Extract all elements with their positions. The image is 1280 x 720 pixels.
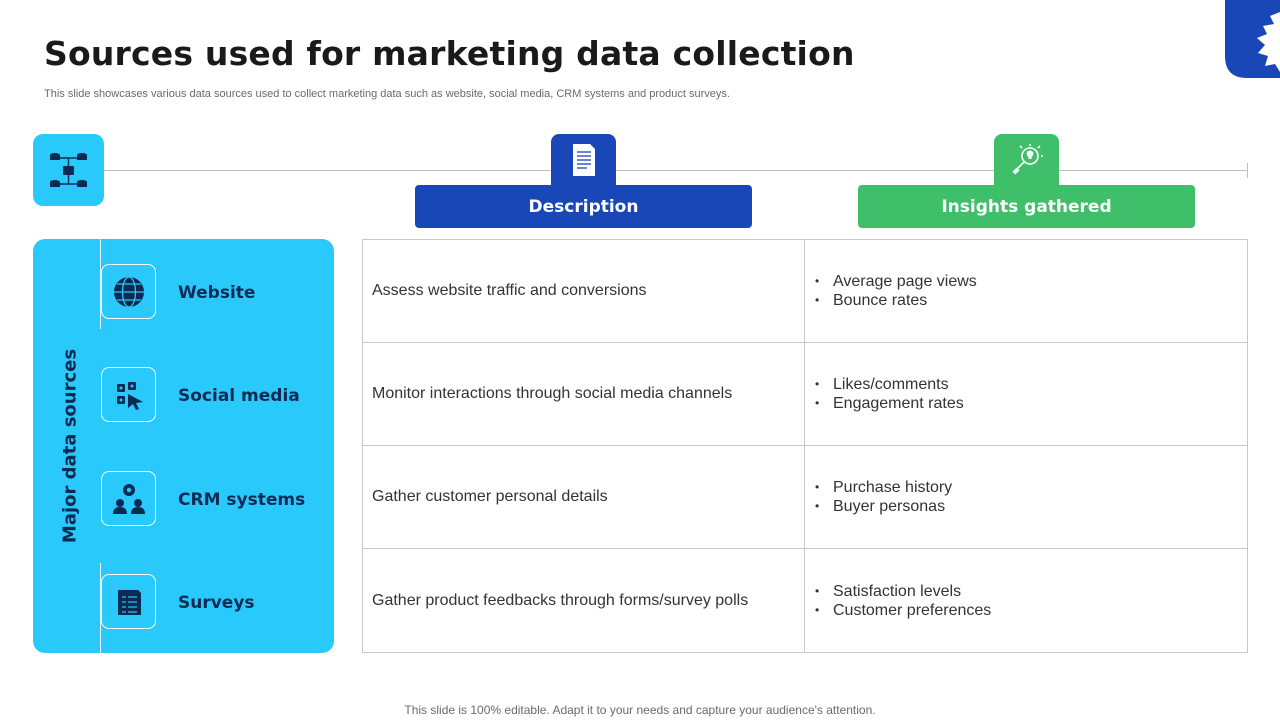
description-cell: Monitor interactions through social medi… <box>363 343 805 445</box>
insights-cell: •Likes/comments •Engagement rates <box>805 343 1247 445</box>
page-subtitle: This slide showcases various data source… <box>44 88 730 100</box>
description-header: Description <box>415 185 752 228</box>
panel-label-text: Major data sources <box>59 348 81 544</box>
table-row: Assess website traffic and conversions •… <box>363 240 1247 343</box>
website-icon-box <box>101 264 156 319</box>
timeline-line <box>104 170 1248 171</box>
source-label-social-media: Social media <box>178 386 300 406</box>
connector-line <box>67 206 68 239</box>
insights-cell: •Satisfaction levels •Customer preferenc… <box>805 549 1247 652</box>
description-cell: Gather customer personal details <box>363 446 805 548</box>
surveys-icon-box <box>101 574 156 629</box>
description-icon-tab <box>551 134 616 186</box>
insight-item: •Buyer personas <box>815 498 946 515</box>
description-cell: Assess website traffic and conversions <box>363 240 805 342</box>
insight-magnifier-icon <box>1011 144 1043 175</box>
table-row: Gather product feedbacks through forms/s… <box>363 549 1247 652</box>
page-title: Sources used for marketing data collecti… <box>44 34 855 73</box>
insights-cell: •Average page views •Bounce rates <box>805 240 1247 342</box>
insight-item: •Average page views <box>815 273 977 290</box>
insight-item: •Likes/comments <box>815 376 949 393</box>
crm-icon-box <box>101 471 156 526</box>
source-label-surveys: Surveys <box>178 593 255 613</box>
description-cell: Gather product feedbacks through forms/s… <box>363 549 805 652</box>
major-data-sources-panel <box>33 239 334 653</box>
insights-icon-tab <box>994 134 1059 186</box>
panel-connector-line-top <box>100 239 101 329</box>
insights-cell: •Purchase history •Buyer personas <box>805 446 1247 548</box>
data-network-icon-box <box>33 134 104 206</box>
insight-item: •Satisfaction levels <box>815 582 962 600</box>
corner-decoration <box>1225 0 1280 78</box>
panel-connector-line-bottom <box>100 563 101 653</box>
document-icon <box>572 144 595 176</box>
database-network-icon <box>50 153 87 187</box>
insight-item: •Purchase history <box>815 479 953 496</box>
timeline-end-tick <box>1247 163 1248 178</box>
table-row: Monitor interactions through social medi… <box>363 343 1247 446</box>
data-sources-table: Assess website traffic and conversions •… <box>362 239 1248 653</box>
social-media-icon-box <box>101 367 156 422</box>
insights-header: Insights gathered <box>858 185 1195 228</box>
table-row: Gather customer personal details •Purcha… <box>363 446 1247 549</box>
survey-clipboard-icon <box>117 589 141 615</box>
source-label-website: Website <box>178 283 256 303</box>
source-label-crm-systems: CRM systems <box>178 490 306 510</box>
insight-item: •Engagement rates <box>815 395 964 412</box>
globe-icon <box>113 275 144 308</box>
social-media-icon <box>116 381 143 410</box>
crm-users-icon <box>112 483 145 514</box>
footer-note: This slide is 100% editable. Adapt it to… <box>404 703 876 717</box>
insight-item: •Customer preferences <box>815 601 992 619</box>
insight-item: •Bounce rates <box>815 292 928 309</box>
